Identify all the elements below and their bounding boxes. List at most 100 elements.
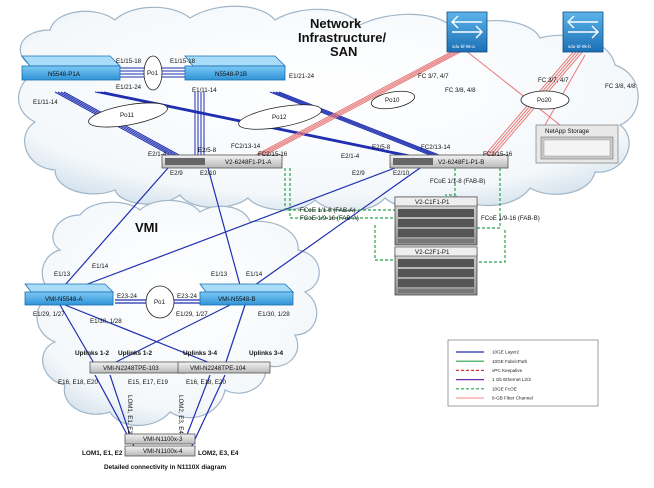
port-label: E16, E18, E20	[186, 379, 226, 386]
svg-text:Po1: Po1	[147, 70, 159, 77]
port-label: E1/13	[211, 271, 228, 278]
port-label: FC 3/7, 4/7	[538, 77, 569, 84]
svg-text:VMI-N1100x-3: VMI-N1100x-3	[143, 436, 183, 443]
port-label: E1/29, 1/27	[33, 311, 65, 318]
port-label: E23-24	[117, 293, 138, 300]
network-title-line1: Network	[310, 16, 362, 31]
port-label: E1/21-24	[116, 84, 142, 91]
port-label: E1/21-24	[289, 73, 315, 80]
fabric-interconnect-a[interactable]: V2-6248F1-P1-A	[161, 154, 283, 169]
mds-b-switch[interactable]: sdu-bf-9k-b	[562, 11, 604, 53]
legend-item: 10GE FabricPath	[456, 359, 528, 364]
legend: 10GE Layer2 10GE FabricPath vPC Keepalive 1…	[447, 339, 599, 407]
legend-item: 8-GB Fiber Channel	[456, 396, 533, 401]
port-label: LOM1, E1, E2	[126, 395, 133, 434]
port-label: E1/15-18	[116, 58, 142, 65]
port-label: FC 3/8, 4/8	[605, 83, 636, 90]
port-label: E2/9	[352, 170, 365, 177]
port-channel-po20: Po20	[520, 90, 570, 110]
legend-label: 1 Gb Ethernet L2/3	[492, 377, 531, 382]
port-label: E15, E17, E19	[128, 379, 168, 386]
legend-label: 8-GB Fiber Channel	[492, 396, 533, 401]
svg-text:Po1: Po1	[154, 299, 166, 306]
svg-text:VMI-N1100x-4: VMI-N1100x-4	[143, 448, 183, 455]
port-label: Uplinks 3-4	[249, 350, 284, 357]
port-label: E23-24	[177, 293, 198, 300]
port-channel-po12: Po12	[238, 104, 322, 130]
svg-text:VMI-N2248TPE-103: VMI-N2248TPE-103	[103, 365, 159, 372]
legend-item: 1 Gb Ethernet L2/3	[456, 377, 531, 382]
port-channel-po1-top: Po1	[143, 55, 163, 91]
port-label: E1/30, 1/28	[90, 318, 122, 325]
netapp-storage[interactable]: NetApp Storage	[535, 124, 619, 164]
port-label: E2/5-8	[372, 144, 391, 151]
port-label: E1/30, 1/28	[258, 311, 290, 318]
svg-text:V2-C2F1-P1: V2-C2F1-P1	[415, 249, 450, 256]
port-label: E2/10	[200, 170, 217, 177]
legend-item: 10GE FcOE	[456, 386, 517, 391]
svg-text:Po20: Po20	[537, 97, 552, 104]
port-labels: E1/15-18 E1/21-24 E1/15-18 E1/21-24 E1/1…	[33, 58, 636, 457]
svg-text:sdu-bf-9k-a: sdu-bf-9k-a	[452, 44, 475, 49]
port-label: E1/15-18	[170, 58, 196, 65]
port-label: FCoE 1/1-8 (FAB-A)	[300, 207, 355, 214]
fex-103[interactable]: VMI-N2248TPE-103	[89, 361, 186, 374]
port-label: FC 3/8, 4/8	[445, 87, 476, 94]
svg-text:Po12: Po12	[272, 114, 287, 121]
legend-item: vPC Keepalive	[456, 368, 523, 373]
legend-label: 10GE FcOE	[492, 386, 517, 391]
port-label: FCoE 1/1-8 (FAB-B)	[430, 178, 485, 185]
fcoe-links	[284, 168, 506, 263]
footnote: Detailed connectivity in N1110X diagram	[104, 464, 226, 471]
n1100-4[interactable]: VMI-N1100x-4	[124, 445, 196, 457]
vmi-n5548-a-switch[interactable]: VMI-N5548-A	[24, 283, 114, 306]
port-channel-po1-vmi: Po1	[145, 285, 175, 319]
svg-text:Po10: Po10	[385, 97, 400, 104]
legend-item: 10GE Layer2	[456, 350, 520, 355]
port-label: Uplinks 1-2	[75, 350, 110, 357]
port-label: E2/5-8	[198, 147, 217, 154]
n5548-p1b-switch[interactable]: N5548-P1B	[184, 55, 286, 81]
n5548-p1a-switch[interactable]: N5548-P1A	[21, 55, 121, 81]
svg-text:V2-6248F1-P1-A: V2-6248F1-P1-A	[225, 159, 272, 166]
port-channel-po11: Po11	[88, 102, 168, 128]
layer2-links-vmi	[59, 167, 421, 451]
legend-label: 10GE FabricPath	[492, 359, 528, 364]
port-label: E1/11-14	[33, 99, 58, 106]
svg-text:Po11: Po11	[120, 112, 135, 119]
port-channel-po10: Po10	[370, 90, 416, 110]
legend-label: vPC Keepalive	[492, 368, 523, 373]
legend-label: 10GE Layer2	[492, 350, 520, 355]
svg-text:VMI-N5548-A: VMI-N5548-A	[45, 296, 83, 303]
port-label: FCoE 1/9-16 (FAB-A)	[300, 215, 359, 222]
network-title-line2: Infrastructure/	[298, 30, 387, 45]
port-label: LOM1, E1, E2	[82, 450, 123, 457]
ucs-chassis-2[interactable]: V2-C2F1-P1	[394, 246, 478, 296]
port-label: LOM2, E3, E4	[177, 395, 184, 434]
port-label: FC2/15-16	[258, 151, 288, 158]
vmi-n5548-b-switch[interactable]: VMI-N5548-B	[199, 283, 294, 306]
port-label: Uplinks 1-2	[118, 350, 153, 357]
port-label: E2/9	[170, 170, 183, 177]
ucs-chassis-1[interactable]: V2-C1F1-P1	[394, 196, 478, 246]
port-label: E2/10	[393, 170, 410, 177]
svg-text:VMI-N2248TPE-104: VMI-N2248TPE-104	[190, 365, 246, 372]
n1100-3[interactable]: VMI-N1100x-3	[124, 433, 196, 445]
port-label: FC2/13-14	[421, 144, 451, 151]
svg-text:V2-6248F1-P1-B: V2-6248F1-P1-B	[438, 159, 484, 166]
fex-104[interactable]: VMI-N2248TPE-104	[177, 361, 271, 374]
mds-a-switch[interactable]: sdu-bf-9k-a	[446, 11, 488, 53]
svg-text:N5548-P1B: N5548-P1B	[215, 71, 247, 78]
port-label: FC 3/7, 4/7	[418, 73, 449, 80]
port-label: E2/1-4	[148, 151, 167, 158]
port-label: E1/14	[246, 271, 263, 278]
svg-text:sdu-bf-9k-b: sdu-bf-9k-b	[568, 44, 591, 49]
port-label: E1/13	[54, 271, 71, 278]
fabric-interconnect-b[interactable]: V2-6248F1-P1-B	[389, 154, 509, 169]
svg-text:NetApp Storage: NetApp Storage	[545, 128, 590, 135]
port-label: E1/14	[92, 263, 109, 270]
svg-text:N5548-P1A: N5548-P1A	[48, 71, 81, 78]
network-title-line3: SAN	[330, 44, 357, 59]
